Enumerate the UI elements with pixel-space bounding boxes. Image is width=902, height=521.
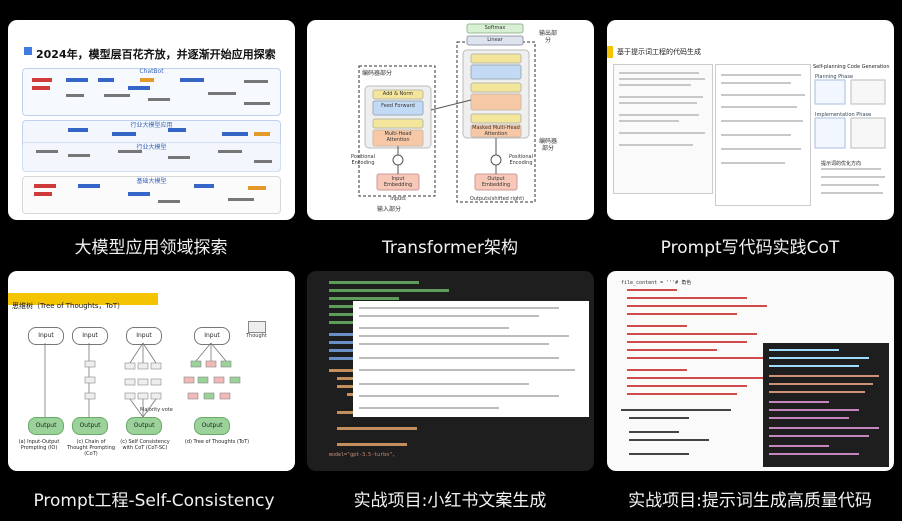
positional-encoding-right: Positional Encoding <box>509 154 533 166</box>
card-caption: Transformer架构 <box>381 238 518 258</box>
industry-model-band: 行业大模型 <box>22 142 281 172</box>
text-lines <box>619 72 886 194</box>
card-xiaohongshu[interactable]: model="gpt-3.5-turbo", <box>307 271 594 471</box>
base-model-band: 基础大模型 <box>22 176 281 214</box>
yellow-bar <box>607 46 613 58</box>
enc-feed-forward: Feed Forward <box>381 103 415 109</box>
sublabel-io: (a) Input-Output Prompting (IO) <box>18 439 60 451</box>
tot-output-c: Output <box>126 417 162 435</box>
inputs-label: Inputs <box>390 196 406 202</box>
card-transformer[interactable]: 编码器部分 编码器部分 输出部分 输入部分 Softmax Linear Add… <box>307 20 594 220</box>
industry-app-band: 行业大模型应用 <box>22 120 281 172</box>
chatbot-band: ChatBot <box>22 68 281 116</box>
encoder-label: 编码器部分 <box>361 70 392 77</box>
side-heading: Self-planning Code Generation <box>813 64 890 70</box>
output-embedding: Output Embedding <box>481 176 511 188</box>
logo-icon <box>24 47 32 55</box>
card-caption: Prompt写代码实践CoT <box>660 238 840 258</box>
card-llm-application[interactable]: 2024年，模型层百花齐放，并逐渐开始应用探索 ChatBot 行业大模型应用 … <box>8 20 295 220</box>
sublabel-cot-sc: (c) Self Consistency with CoT (CoT-SC) <box>120 439 170 451</box>
thought-legend-label: Thought <box>246 333 267 339</box>
softmax-label: Softmax <box>484 25 506 31</box>
code-sample: model="gpt-3.5-turbo", <box>329 452 396 458</box>
input-part-label: 输入部分 <box>376 206 401 213</box>
card-caption: Prompt工程-Self-Consistency <box>33 491 275 511</box>
thought-legend <box>248 321 266 333</box>
tot-input-b: Input <box>72 327 108 345</box>
enc-add-norm: Add & Norm <box>382 91 414 97</box>
logo-grid <box>32 78 272 203</box>
enc-mha: Multi-Head Attention <box>384 131 412 143</box>
tot-output-d: Output <box>194 417 230 435</box>
implementation-phase: Implementation Phase <box>815 112 872 118</box>
input-embedding: Input Embedding <box>383 176 413 188</box>
code-sample: file_content = '''# 角色 <box>621 280 692 286</box>
dec-masked-mha: Masked Multi-Head Attention <box>472 125 520 137</box>
card-code-generation[interactable]: file_content = '''# 角色 <box>607 271 894 471</box>
card-prompt-cot[interactable]: 基于提示词工程的代码生成 Self-planning Code Generati… <box>607 20 894 220</box>
card-thumb-title: 基于提示词工程的代码生成 <box>617 48 701 56</box>
positional-encoding-left: Positional Encoding <box>351 154 375 166</box>
sublabel-cot: (c) Chain of Thought Prompting (CoT) <box>66 439 115 457</box>
tot-input-a: Input <box>28 327 64 345</box>
sublabel-tot: (d) Tree of Thoughts (ToT) <box>184 439 250 445</box>
card-thumb-title: 2024年，模型层百花齐放，并逐渐开始应用探索 <box>36 48 276 61</box>
card-thumb-title: 思维树（Tree of Thoughts，ToT） <box>8 293 158 310</box>
card-caption: 实战项目:小红书文案生成 <box>353 491 547 511</box>
output-part-label: 输出部分 <box>539 30 558 45</box>
linear-label: Linear <box>487 37 503 43</box>
bullet-heading: 提示词的优化方向 <box>821 161 862 167</box>
card-caption: 大模型应用领域探索 <box>74 238 228 258</box>
decoder-label: 编码器部分 <box>538 138 557 153</box>
majority-vote-label: Majority vote <box>140 407 173 413</box>
code-lines <box>329 281 589 446</box>
outputs-label: Outputs(shifted right) <box>469 196 525 202</box>
code-lines <box>621 289 889 467</box>
card-tot[interactable]: 思维树（Tree of Thoughts，ToT） Input Input In… <box>8 271 295 471</box>
tot-edges <box>44 342 241 418</box>
tot-output-a: Output <box>28 417 64 435</box>
card-caption: 实战项目:提示词生成高质量代码 <box>628 491 872 511</box>
planning-phase: Planning Phase <box>815 74 854 80</box>
transformer-diagram <box>358 23 536 203</box>
tot-output-b: Output <box>72 417 108 435</box>
